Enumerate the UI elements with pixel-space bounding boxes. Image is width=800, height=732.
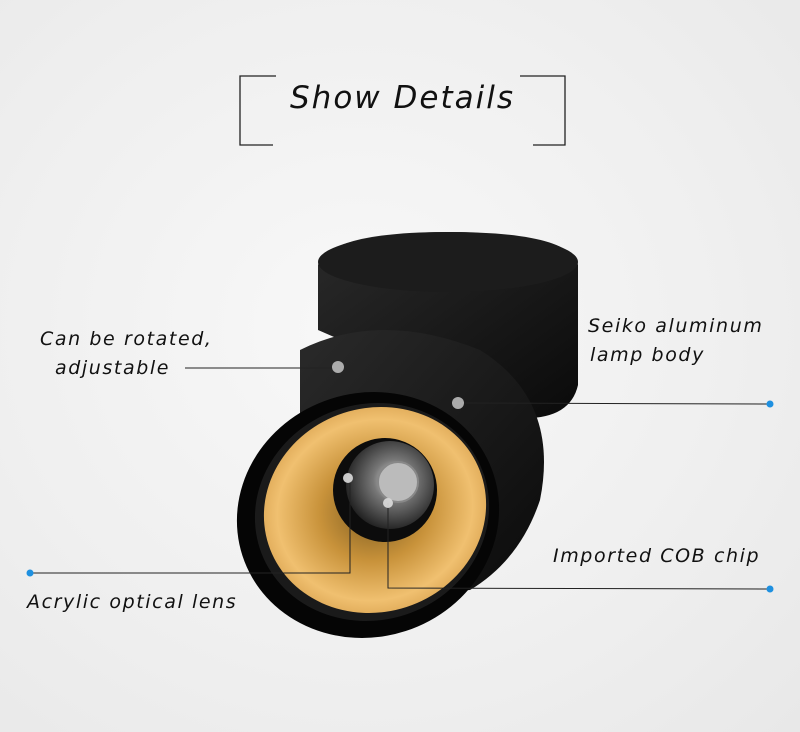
rotate-marker-dot (332, 361, 344, 373)
chip-label: Imported COB chip (553, 545, 761, 567)
body-label-line1: Seiko aluminum (588, 315, 764, 337)
chip-marker-dot (383, 498, 393, 508)
body-callout-line (459, 402, 771, 405)
callout-dots (26, 361, 774, 593)
lamp-head (236, 330, 544, 638)
title-frame (239, 75, 566, 146)
body-marker-dot (452, 397, 464, 409)
chip-endpoint-dot (766, 585, 774, 593)
lens-callout-line (30, 480, 351, 574)
callout-lines (30, 367, 771, 590)
lens-endpoint-dot (26, 569, 34, 577)
page-title: Show Details (290, 80, 515, 116)
rotate-label-line1: Can be rotated, (40, 328, 213, 350)
rotate-label-line2: adjustable (55, 357, 171, 379)
body-label-line2: lamp body (590, 344, 705, 366)
chip-callout-line (387, 503, 771, 590)
body-endpoint-dot (766, 400, 774, 408)
lens-marker-dot (343, 473, 353, 483)
lens-label: Acrylic optical lens (27, 591, 238, 613)
lamp-mount (318, 232, 578, 419)
